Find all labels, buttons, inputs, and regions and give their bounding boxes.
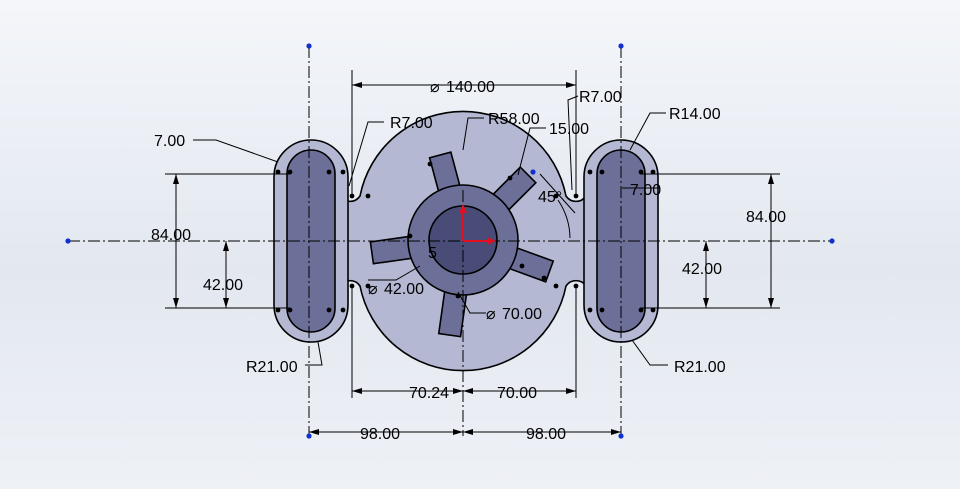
dim-diameter-symbol-140: ⌀: [430, 79, 440, 96]
dim-r-slot-cap-right[interactable]: R14.00: [669, 106, 721, 123]
dim-d-bore[interactable]: 42.00: [384, 281, 424, 298]
dim-r-outer[interactable]: R58.00: [488, 111, 540, 128]
dim-d-hub[interactable]: 70.00: [502, 306, 542, 323]
dim-height-right[interactable]: 84.00: [746, 209, 786, 226]
blue-sketch-points: [65, 43, 835, 439]
part-geometry: [273, 110, 659, 372]
dim-spoke-length[interactable]: 5: [428, 245, 437, 262]
dim-diameter-symbol-70: ⌀: [486, 306, 496, 323]
dim-slot-width-left[interactable]: 7.00: [154, 133, 185, 150]
dim-span-left[interactable]: 98.00: [360, 426, 400, 443]
dim-half-height-right[interactable]: 42.00: [682, 261, 722, 278]
dim-r-slot-end-left[interactable]: R21.00: [246, 359, 298, 376]
sketch-points: [275, 161, 656, 313]
dim-d-overall[interactable]: 140.00: [446, 79, 495, 96]
dim-offset-right[interactable]: 70.00: [497, 385, 537, 402]
dim-r-notch-right[interactable]: R7.00: [579, 89, 622, 106]
dim-half-height-left[interactable]: 42.00: [203, 277, 243, 294]
origin-icon[interactable]: [459, 204, 496, 245]
dim-height-left[interactable]: 84.00: [151, 227, 191, 244]
dim-angle[interactable]: 45°: [538, 189, 562, 206]
dimension-labels: ⌀ 140.00 R7.00 R7.00 R58.00 15.00 R14.00…: [151, 79, 786, 443]
dim-spoke-width[interactable]: 15.00: [549, 121, 589, 138]
dim-span-right[interactable]: 98.00: [526, 426, 566, 443]
dim-r-slot-end-right[interactable]: R21.00: [674, 359, 726, 376]
dimension-lines: [165, 70, 780, 435]
dim-r-notch-left[interactable]: R7.00: [390, 115, 433, 132]
dim-offset-left[interactable]: 70.24: [409, 385, 449, 402]
dim-diameter-symbol-42: ⌀: [368, 281, 378, 298]
dim-slot-width-right[interactable]: 7.00: [630, 182, 661, 199]
